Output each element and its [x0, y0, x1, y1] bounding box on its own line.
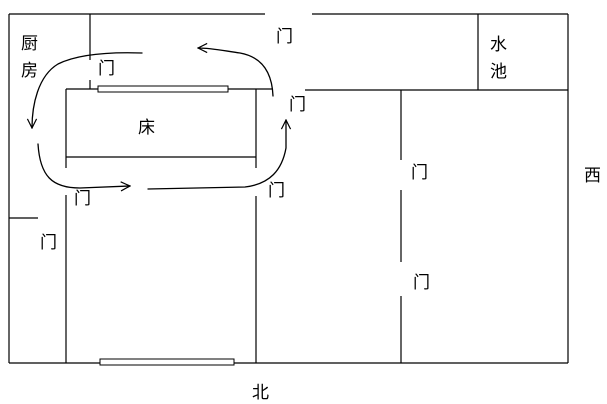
route-arrow-bottom-left: [37, 143, 130, 188]
door-label-bedroom-left: 门: [74, 189, 91, 209]
door-label-kitchen: 门: [98, 59, 115, 79]
sink-label-top: 水: [490, 35, 507, 55]
door-label-middle-lower: 门: [413, 273, 430, 293]
north-compass-label: 北: [252, 383, 269, 403]
route-arrow-bottom-right: [147, 120, 286, 190]
sink-label-bottom: 池: [490, 62, 507, 82]
door-label-top-entry: 门: [276, 27, 293, 47]
west-compass-label: 西: [584, 166, 601, 186]
bedroom-window-bar: [97, 85, 229, 93]
interior-walls: [9, 14, 568, 363]
outer-walls: [8, 13, 569, 364]
door-label-bedroom-right: 门: [268, 181, 285, 201]
kitchen-label-bottom: 房: [21, 61, 38, 81]
door-label-left-room: 门: [40, 233, 57, 253]
bed-label: 床: [138, 118, 155, 138]
kitchen-label-top: 厨: [21, 34, 38, 54]
route-arrow-top-right: [198, 48, 274, 97]
circulation-route: [32, 48, 286, 189]
route-arrow-top-left: [32, 52, 143, 128]
door-label-middle-upper: 门: [411, 163, 428, 183]
south-window-bar: [99, 358, 235, 366]
door-label-bedroom-top-right: 门: [289, 95, 306, 115]
